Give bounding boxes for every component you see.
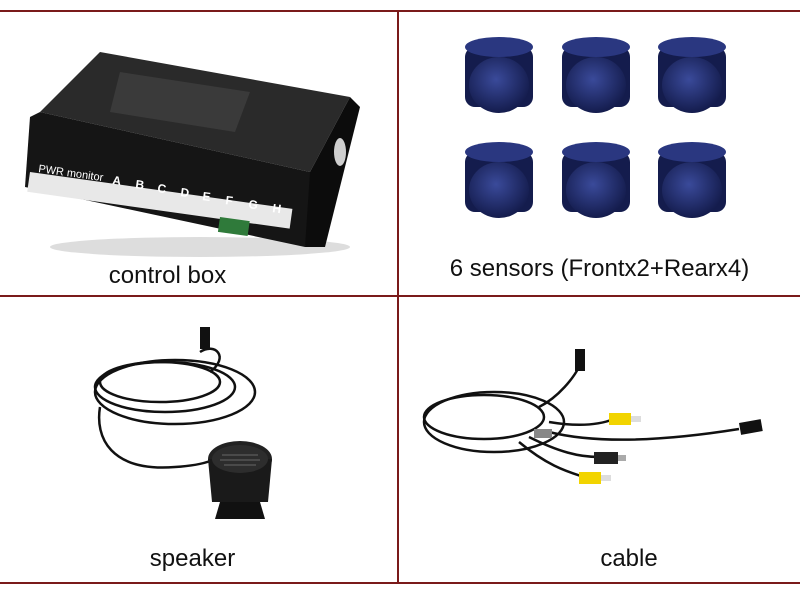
cable-image (422, 349, 763, 484)
sensor-icon (465, 142, 533, 218)
port-label-b: B (135, 177, 146, 192)
port-label-d: D (180, 185, 191, 200)
caption-cable: cable (600, 545, 658, 572)
dc-plug-icon (594, 452, 626, 464)
speaker-icon (208, 441, 272, 519)
connector-icon (575, 349, 585, 371)
sensor-icon (562, 37, 630, 113)
speaker-image (93, 327, 272, 519)
sensor-icon (465, 37, 533, 113)
panel-cable: cable (399, 297, 800, 582)
rca-connector-icon (609, 413, 641, 425)
caption-control-box: control box (108, 262, 227, 289)
sensor-icon (562, 142, 630, 218)
panel-speaker: speaker (0, 297, 397, 582)
sensors-image (465, 37, 726, 218)
caption-speaker: speaker (149, 545, 236, 572)
sensor-icon (658, 142, 726, 218)
port-label-a: A (112, 173, 123, 188)
port-label-g: G (248, 197, 259, 212)
flat-connector-icon (738, 419, 763, 435)
connector-icon (200, 327, 210, 349)
port-label-c: C (157, 181, 168, 196)
caption-sensors: 6 sensors (Frontx2+Rearx4) (449, 255, 750, 282)
center-divider (397, 10, 399, 584)
sensor-group (465, 37, 726, 218)
top-border (0, 10, 800, 12)
control-box-image: PWR monitor A B C D E F G H (25, 52, 360, 257)
port-label-f: F (225, 193, 234, 208)
port-label-h: H (272, 201, 283, 216)
panel-sensors: 6 sensors (Frontx2+Rearx4) (399, 12, 800, 295)
panel-control-box: PWR monitor A B C D E F G H control box (0, 12, 397, 295)
port-label-e: E (202, 189, 212, 204)
bottom-border (0, 582, 800, 584)
rca-connector-icon (579, 472, 611, 484)
sensor-icon (658, 37, 726, 113)
middle-divider (0, 295, 800, 297)
